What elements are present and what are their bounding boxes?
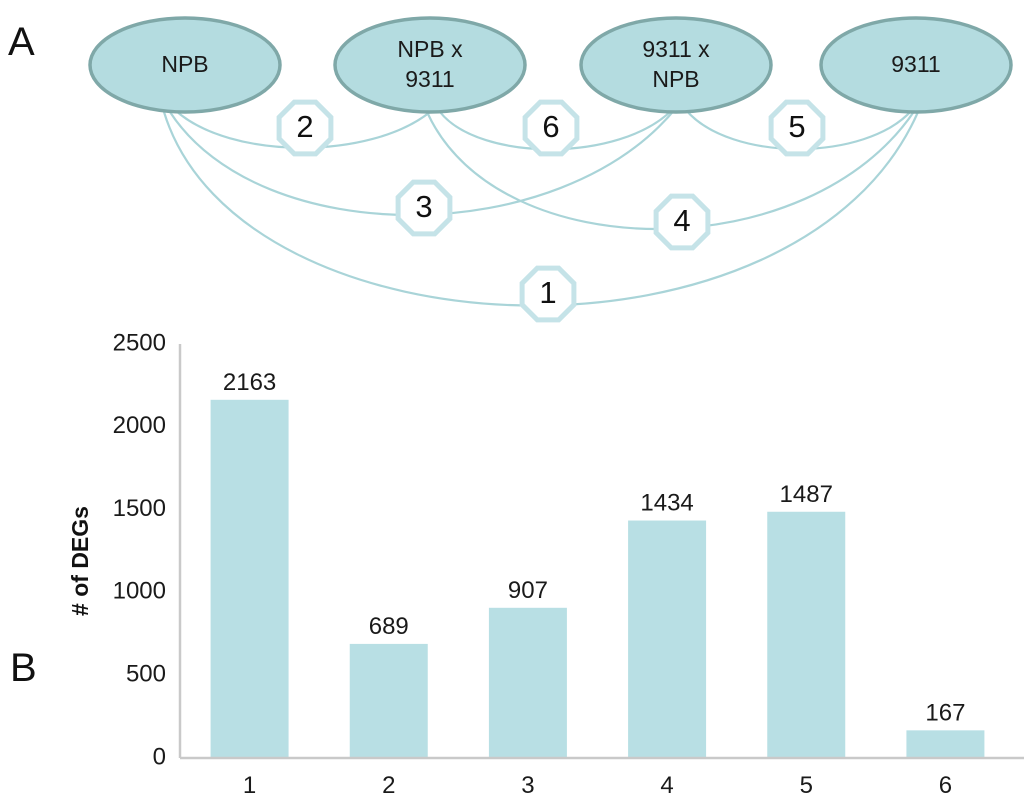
x-tick-label: 3	[521, 772, 534, 799]
badge-label: 2	[296, 109, 313, 144]
x-tick-label: 4	[660, 772, 673, 799]
bar-6[interactable]: 167	[906, 699, 985, 758]
y-axis-title-text: # of DEGs	[67, 506, 93, 616]
bar-value-label: 2163	[223, 369, 276, 396]
comparison-badge-3[interactable]: 3	[395, 179, 453, 237]
badge-label: 4	[673, 203, 690, 238]
y-tick-label: 2000	[113, 412, 166, 439]
node-label: NPB x	[397, 36, 463, 62]
genotype-node-npb[interactable]: NPB	[88, 16, 282, 114]
bar-5[interactable]: 1487	[767, 481, 846, 758]
y-tick-label: 2500	[113, 330, 166, 356]
bar-value-label: 907	[508, 577, 548, 604]
node-label: 9311	[891, 51, 940, 77]
x-tick-label: 2	[382, 772, 395, 799]
badge-label: 6	[542, 109, 559, 144]
node-label: NPB	[652, 66, 699, 92]
y-tick-label: 1000	[113, 578, 166, 605]
nodes-group: NPB NPB x 9311 9311 x NPB 9311	[88, 16, 1013, 114]
y-tick-label: 1500	[113, 495, 166, 522]
panel-a-diagram: A NPB NPB x 9311 9311 x NPB 9311 1 2 3 4 5 6	[0, 0, 1024, 330]
x-tick-label: 1	[243, 772, 256, 799]
bar-2[interactable]: 689	[349, 613, 428, 758]
node-label: 9311 x	[642, 36, 710, 62]
x-tick-label: 5	[800, 772, 813, 799]
bar-1[interactable]: 2163	[210, 369, 289, 758]
bar-3[interactable]: 907	[488, 577, 567, 758]
bar-value-label: 1434	[640, 490, 693, 517]
genotype-node-npb-x-9311[interactable]: NPB x 9311	[333, 16, 527, 114]
diagram-canvas: NPB NPB x 9311 9311 x NPB 9311 1 2 3 4 5 6	[88, 16, 1013, 323]
bar-value-label: 1487	[780, 481, 833, 508]
comparison-badge-6[interactable]: 6	[522, 99, 580, 157]
bar-value-label: 167	[925, 699, 965, 726]
bars-group: 2163 689 907 1434 1487 167	[210, 369, 985, 758]
node-label: NPB	[161, 51, 208, 77]
badges-group: 1 2 3 4 5 6	[276, 99, 826, 323]
badge-label: 3	[415, 189, 432, 224]
comparison-badge-2[interactable]: 2	[276, 99, 334, 157]
y-axis: 0 500 1000 1500 2000 2500	[113, 330, 182, 770]
comparison-badge-1[interactable]: 1	[519, 265, 577, 323]
genotype-node-9311[interactable]: 9311	[819, 16, 1013, 114]
node-label: 9311	[405, 66, 454, 92]
x-tick-label: 6	[939, 772, 952, 799]
y-tick-label: 0	[153, 743, 166, 770]
bar-value-label: 689	[369, 613, 409, 640]
bar-4[interactable]: 1434	[628, 490, 707, 758]
y-tick-label: 500	[126, 661, 166, 688]
comparison-badge-5[interactable]: 5	[768, 99, 826, 157]
x-axis: 1 2 3 4 5 6	[180, 756, 1024, 799]
panel-a-label: A	[8, 20, 35, 64]
panel-b-label: B	[10, 646, 37, 690]
badge-label: 5	[788, 109, 805, 144]
genotype-node-9311-x-npb[interactable]: 9311 x NPB	[579, 16, 773, 114]
comparison-badge-4[interactable]: 4	[653, 193, 711, 251]
badge-label: 1	[539, 275, 556, 310]
y-axis-title: # of DEGs	[67, 506, 93, 616]
